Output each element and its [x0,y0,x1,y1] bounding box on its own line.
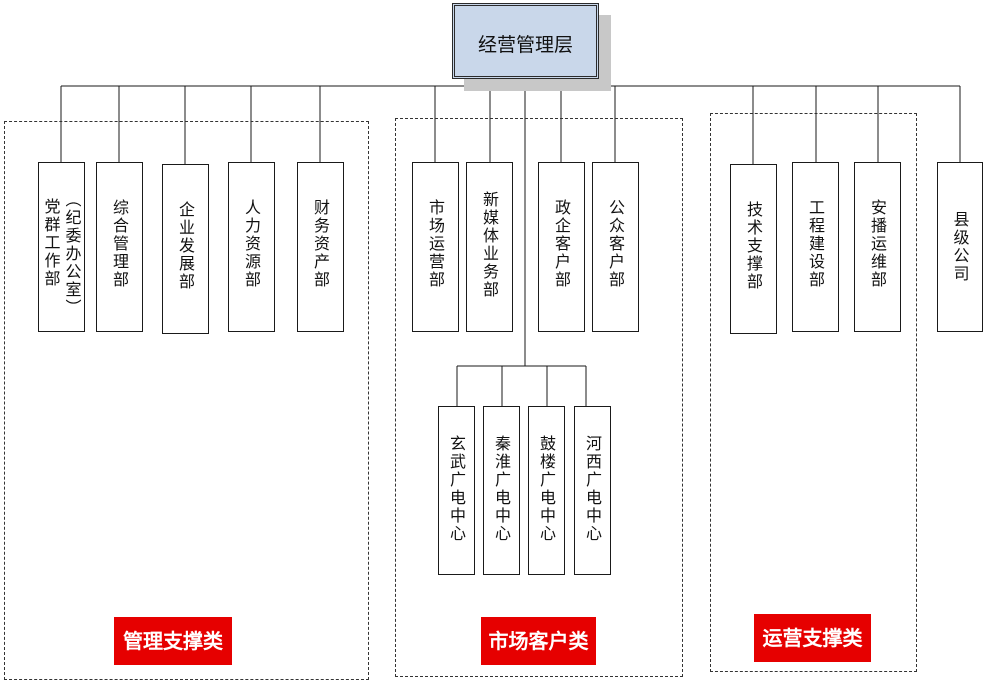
category-label-market: 市场客户类 [481,617,596,665]
dept-label: 工程建设部 [806,199,825,289]
dept-box-broadcast-operations: 安播运维部 [854,162,901,332]
center-box-gulou: 鼓楼广电中心 [528,406,565,575]
dept-box-public-customer: 公众客户部 [592,162,639,332]
root-node: 经营管理层 [452,3,599,79]
dept-label-party-affairs: （纪委办公室） 党群工作部 [41,191,82,317]
dept-label: 企业发展部 [176,201,195,291]
dept-label: 人力资源部 [242,199,261,289]
dept-box-enterprise-development: 企业发展部 [162,164,209,334]
center-label: 秦淮广电中心 [492,435,511,543]
dept-box-finance: 财务资产部 [297,162,344,332]
county-company-label: 县级公司 [950,211,970,283]
dept-label: 政企客户部 [552,199,571,289]
market-group-container [395,118,683,677]
dept-box-general-management: 综合管理部 [96,162,143,332]
dept-label: 财务资产部 [311,199,330,289]
operations-group-container [710,113,917,672]
center-label: 河西广电中心 [583,435,602,543]
category-label-management: 管理支撑类 [114,617,232,665]
dept-box-party-affairs: （纪委办公室） 党群工作部 [38,162,85,332]
county-company-box: 县级公司 [937,162,983,332]
management-group-container [4,121,369,680]
center-label: 鼓楼广电中心 [537,435,556,543]
dept-box-new-media: 新媒体业务部 [466,162,513,332]
center-label: 玄武广电中心 [447,435,466,543]
center-box-qinhuai: 秦淮广电中心 [483,406,520,575]
dept-box-market-operations: 市场运营部 [412,162,459,332]
dept-label: 技术支撑部 [744,201,763,291]
center-box-hexi: 河西广电中心 [574,406,611,575]
dept-label: 新媒体业务部 [480,191,499,299]
dept-box-human-resources: 人力资源部 [228,162,275,332]
category-label-operations: 运营支撑类 [754,614,871,662]
dept-box-government-enterprise: 政企客户部 [538,162,585,332]
dept-label: 公众客户部 [606,199,625,289]
root-label: 经营管理层 [477,34,573,56]
dept-label: 安播运维部 [868,199,887,289]
dept-label: 市场运营部 [426,199,445,289]
dept-label: 综合管理部 [110,199,129,289]
dept-box-engineering: 工程建设部 [792,162,839,332]
dept-box-technical-support: 技术支撑部 [730,164,777,334]
center-box-xuanwu: 玄武广电中心 [438,406,475,575]
